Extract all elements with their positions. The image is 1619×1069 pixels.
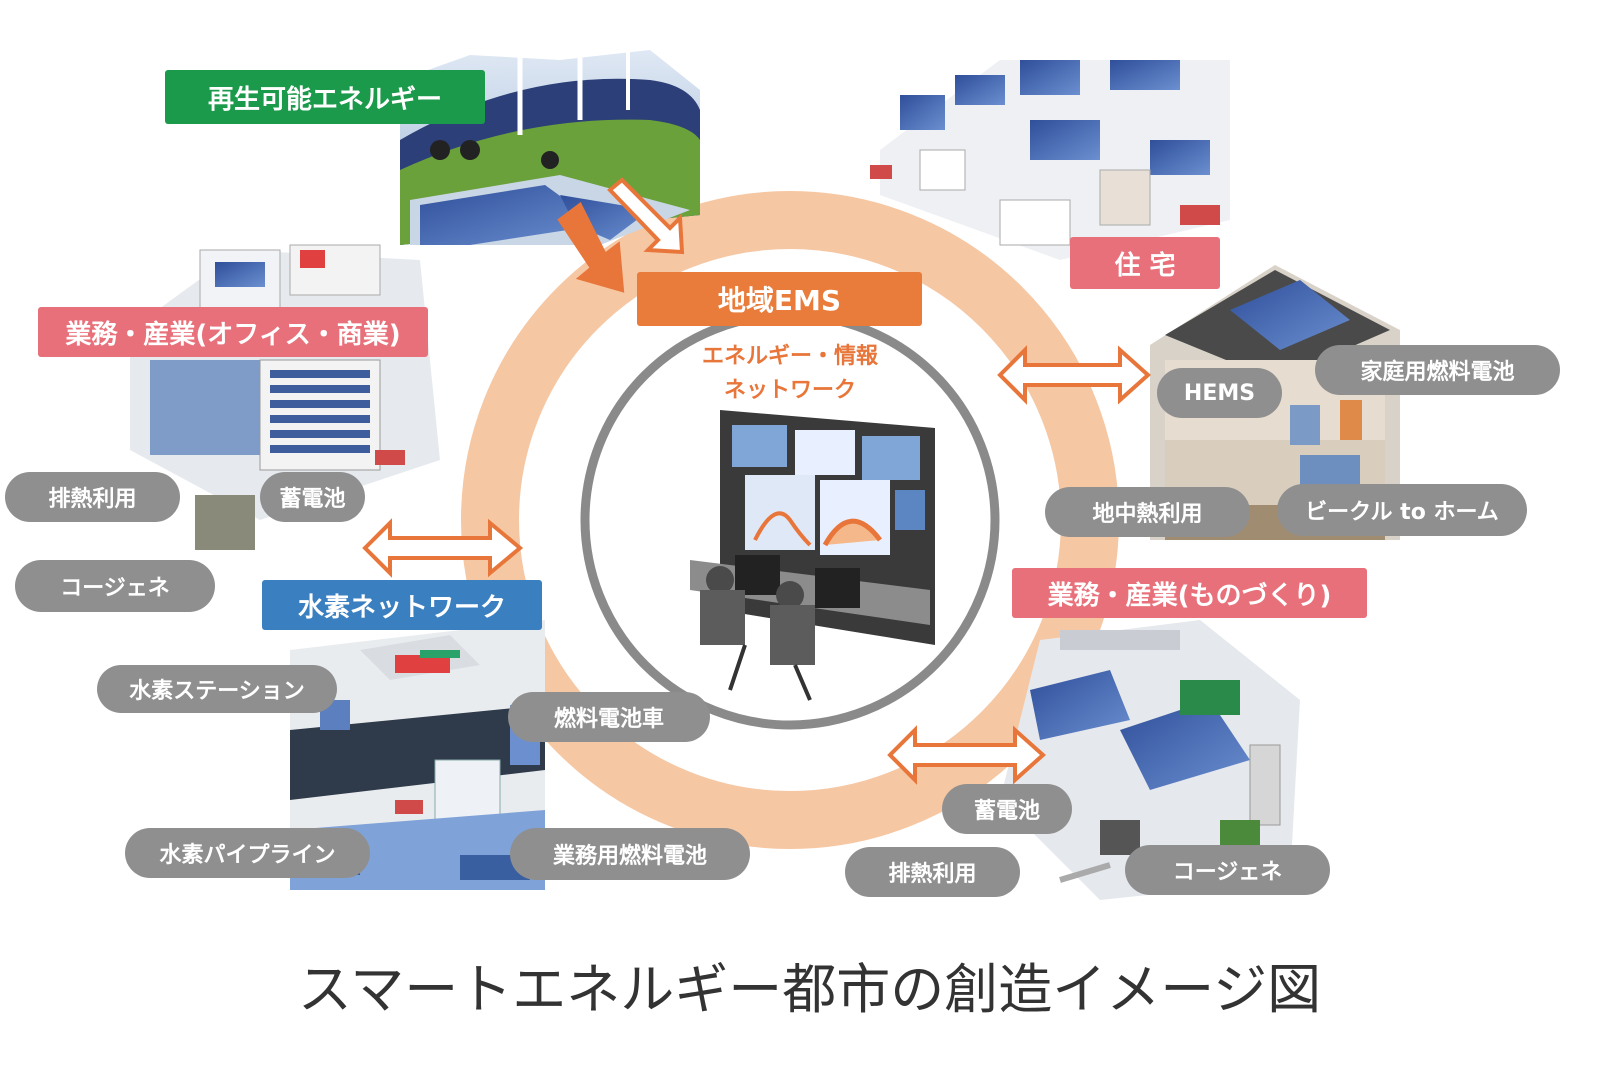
center-subtitle-line2: ネットワーク — [723, 378, 856, 403]
label-renewable-energy: 再生可能エネルギー — [165, 70, 485, 124]
manufacturing-illustration — [1000, 620, 1300, 900]
pill-hems: HEMS — [1157, 368, 1282, 418]
control-room-illustration — [690, 410, 935, 701]
label-business-office: 業務・産業(オフィス・商業) — [38, 307, 428, 357]
arrow-renewable-down — [557, 201, 625, 293]
pill-home-fuel-cell: 家庭用燃料電池 — [1315, 345, 1560, 395]
pill-hydrogen-station: 水素ステーション — [97, 665, 337, 713]
arrow-office — [362, 518, 524, 578]
arrow-housing — [997, 345, 1152, 405]
pill-commercial-fuel-cell: 業務用燃料電池 — [510, 828, 750, 880]
housing-illustration — [870, 60, 1230, 260]
label-hydrogen-network: 水素ネットワーク — [262, 580, 542, 630]
center-subtitle-line1: エネルギー・情報 — [701, 344, 878, 369]
figure-caption: スマートエネルギー都市の創造イメージ図 — [297, 958, 1322, 1021]
pill-fuel-cell-vehicle: 燃料電池車 — [508, 692, 710, 742]
pill-office-waste-heat: 排熱利用 — [5, 472, 180, 522]
pill-hydrogen-pipeline: 水素パイプライン — [125, 828, 370, 878]
pill-office-cogen: コージェネ — [15, 560, 215, 612]
label-business-manufacturing: 業務・産業(ものづくり) — [1012, 568, 1367, 618]
arrow-manufacturing — [887, 725, 1047, 785]
arrow-renewable-ems — [607, 177, 685, 255]
label-housing: 住 宅 — [1070, 237, 1220, 289]
pill-manufacturing-battery: 蓄電池 — [942, 784, 1072, 834]
label-regional-ems: 地域EMS — [637, 272, 922, 326]
pill-office-battery: 蓄電池 — [260, 472, 365, 522]
pill-geothermal: 地中熱利用 — [1045, 487, 1250, 537]
center-subtitle: エネルギー・情報 ネットワーク — [660, 340, 920, 408]
arrows — [362, 177, 1152, 785]
pill-manufacturing-cogen: コージェネ — [1125, 845, 1330, 895]
pill-vehicle-to-home: ビークル to ホーム — [1277, 484, 1527, 536]
pill-manufacturing-waste-heat: 排熱利用 — [845, 847, 1020, 897]
